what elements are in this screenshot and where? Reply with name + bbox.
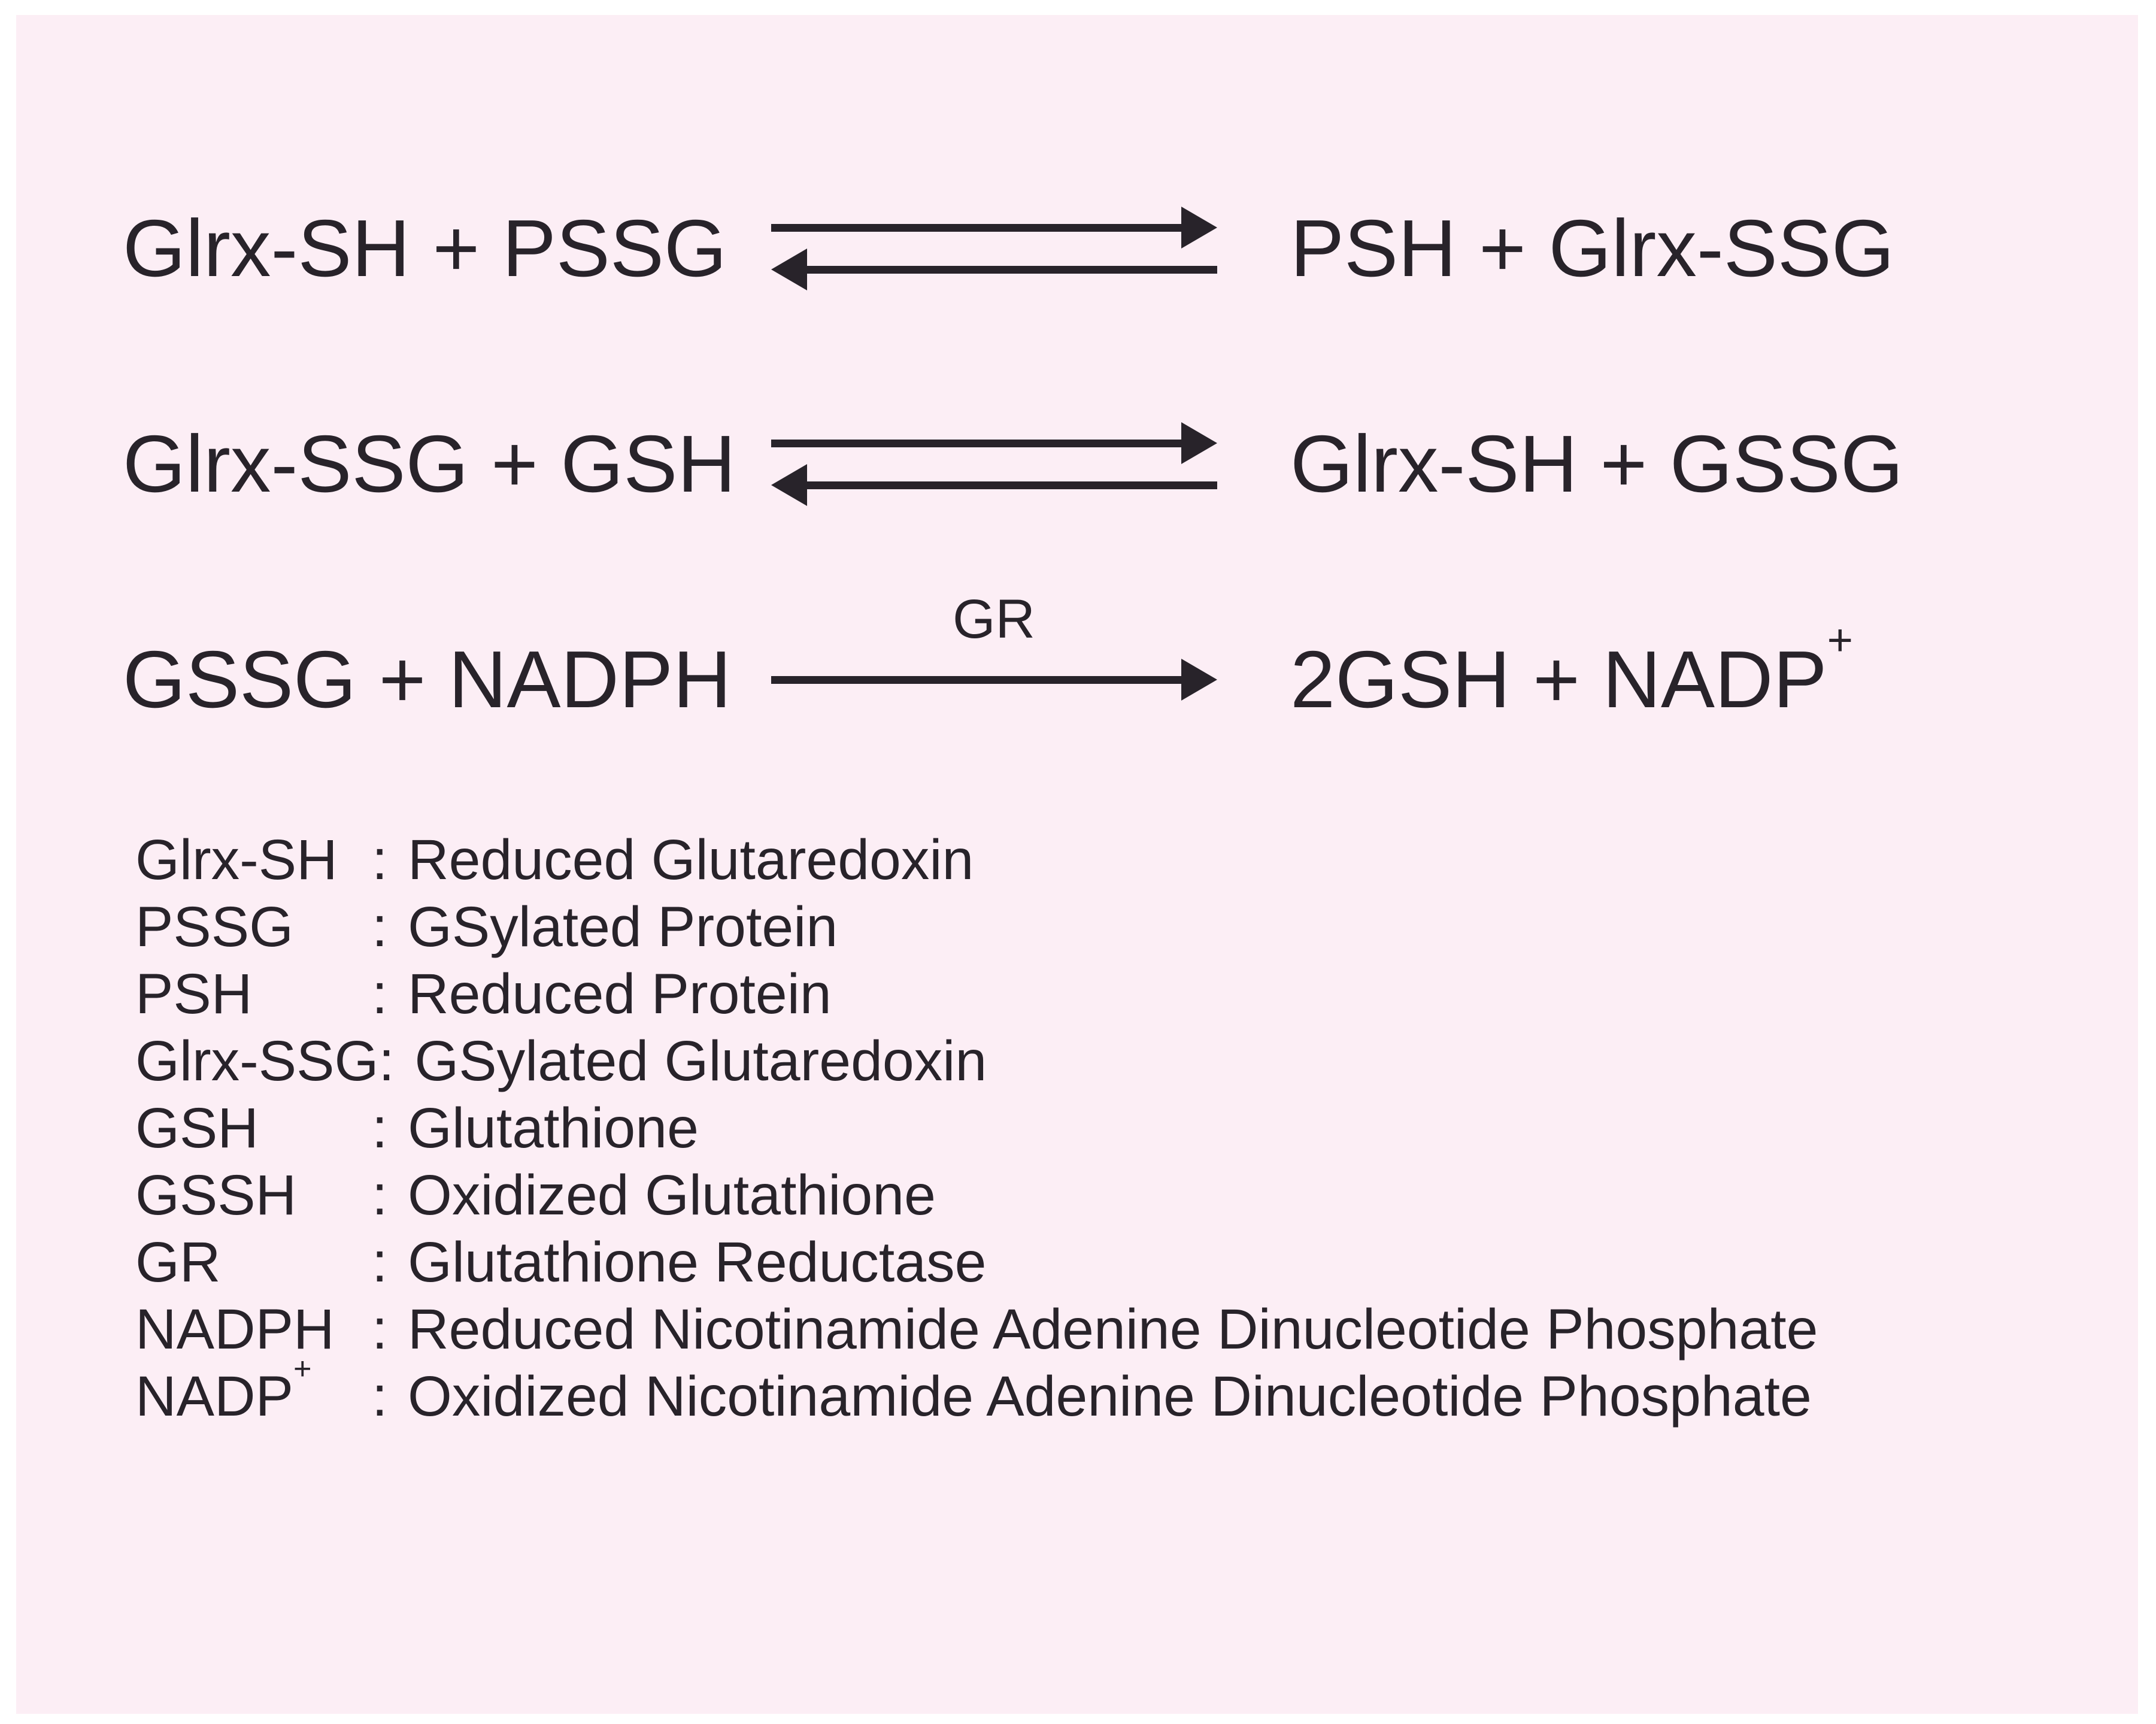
legend-abbr: Glrx-SH (135, 828, 338, 892)
legend-section: Glrx-SH : Reduced Glutaredoxin PSSG : GS… (135, 826, 2138, 1430)
legend-desc: Oxidized Glutathione (408, 1164, 936, 1227)
nadp-plus-superscript: + (293, 1351, 312, 1386)
arrow-shaft (771, 439, 1181, 447)
legend-abbr: Glrx-SSG (135, 1029, 379, 1093)
arrow-shaft (771, 223, 1181, 232)
legend-row-gssh: GSSH : Oxidized Glutathione (135, 1162, 2138, 1229)
reaction-scheme-panel: Glrx-SH + PSSG PSH + Glrx-SSG Glrx-SSG +… (16, 15, 2138, 1714)
reaction-row-2: Glrx-SSG + GSH Glrx-SH + GSSG (123, 416, 2138, 512)
legend-abbr: NADPH (135, 1298, 335, 1361)
reaction-3-products: 2GSH + NADP+ (1227, 618, 2138, 728)
arrow-shaft (806, 265, 1217, 274)
reaction-3-arrow: GR (760, 592, 1227, 701)
reaction-1-products: PSH + Glrx-SSG (1290, 203, 1894, 293)
right-arrow-icon (771, 422, 1217, 464)
legend-row-pssg: PSSG : GSylated Protein (135, 893, 2138, 961)
legend-desc: Reduced Protein (408, 962, 832, 1026)
legend-abbr: PSSG (135, 895, 293, 959)
legend-abbr: GSH (135, 1096, 259, 1160)
reaction-3-reactants: GSSG + NADPH (123, 634, 732, 725)
legend-row-nadph: NADPH : Reduced Nicotinamide Adenine Din… (135, 1296, 2138, 1363)
legend-separator: : (372, 1231, 388, 1294)
legend-desc: Glutathione Reductase (408, 1231, 987, 1294)
right-arrow-icon (771, 659, 1217, 701)
reaction-row-1: Glrx-SH + PSSG PSH + Glrx-SSG (123, 201, 2138, 296)
legend-desc: Reduced Nicotinamide Adenine Dinucleotid… (408, 1298, 1818, 1361)
legend-separator: : (372, 828, 388, 892)
right-arrowhead-icon (1181, 207, 1217, 249)
legend-desc: Glutathione (408, 1096, 699, 1160)
legend-separator: : (372, 962, 388, 1026)
legend-desc: Reduced Glutaredoxin (408, 828, 974, 892)
legend-separator: : (372, 1298, 388, 1361)
legend-separator: : (378, 1029, 395, 1093)
legend-separator: : (372, 1365, 388, 1428)
reaction-2-reactants: Glrx-SSG + GSH (123, 419, 736, 509)
legend-abbr: GR (135, 1231, 221, 1294)
legend-separator: : (372, 1164, 388, 1227)
legend-row-nadp-plus: NADP+ : Oxidized Nicotinamide Adenine Di… (135, 1353, 2138, 1430)
reaction-1-arrows (760, 207, 1227, 290)
right-arrow-icon (771, 207, 1217, 249)
legend-desc: Oxidized Nicotinamide Adenine Dinucleoti… (408, 1365, 1812, 1428)
legend-row-gr: GR : Glutathione Reductase (135, 1229, 2138, 1296)
legend-abbr-text: NADP (135, 1365, 293, 1428)
left-arrow-icon (771, 249, 1217, 290)
legend-row-glrx-ssg: Glrx-SSG : GSylated Glutaredoxin (135, 1028, 2138, 1095)
right-arrowhead-icon (1181, 422, 1217, 464)
legend-row-gsh: GSH : Glutathione (135, 1095, 2138, 1162)
nadp-plus-superscript: + (1827, 615, 1853, 665)
legend-row-glrx-sh: Glrx-SH : Reduced Glutaredoxin (135, 826, 2138, 893)
reaction-2-arrows (760, 422, 1227, 506)
left-arrowhead-icon (771, 464, 807, 506)
legend-separator: : (372, 1096, 388, 1160)
right-arrowhead-icon (1181, 659, 1217, 701)
left-arrowhead-icon (771, 249, 807, 290)
legend-desc: GSylated Protein (408, 895, 838, 959)
reaction-row-3: GSSG + NADPH GR 2GSH + NADP+ (123, 592, 2138, 728)
legend-abbr: GSSH (135, 1164, 297, 1227)
legend-abbr: NADP+ (135, 1353, 372, 1430)
reaction-3-products-text: 2GSH + NADP (1290, 634, 1827, 725)
legend-separator: : (372, 895, 388, 959)
reaction-1-reactants: Glrx-SH + PSSG (123, 203, 727, 293)
enzyme-label: GR (953, 589, 1035, 650)
reaction-2-products: Glrx-SH + GSSG (1290, 419, 1903, 509)
left-arrow-icon (771, 464, 1217, 506)
legend-abbr: PSH (135, 962, 253, 1026)
arrow-shaft (771, 675, 1181, 684)
legend-row-psh: PSH : Reduced Protein (135, 961, 2138, 1028)
legend-desc: GSylated Glutaredoxin (414, 1029, 987, 1093)
arrow-shaft (806, 481, 1217, 489)
